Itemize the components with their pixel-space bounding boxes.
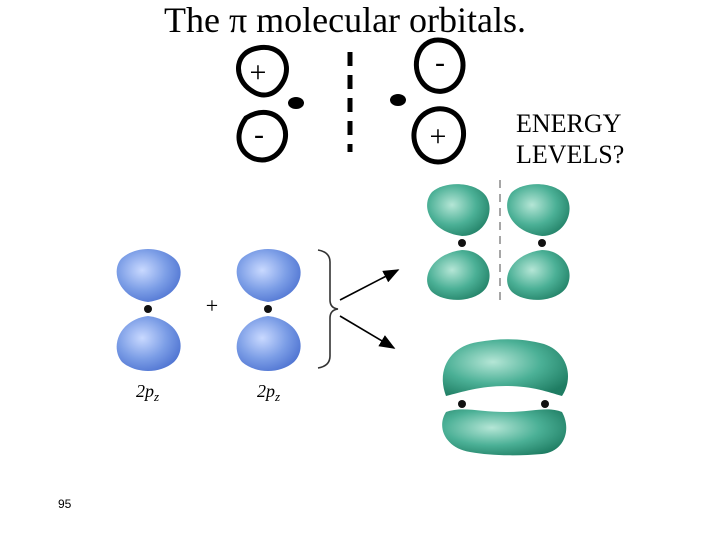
orbital-label-right-prefix: 2p <box>257 381 275 401</box>
sketch-nucleus-right <box>390 94 406 106</box>
orbital-label-right-subscript: z <box>274 389 280 404</box>
sketch-lobe-right-bottom <box>411 106 466 165</box>
sketch-nucleus-left <box>288 97 304 109</box>
blue-lobe-right-top <box>236 249 301 302</box>
blue-nucleus-left <box>144 305 152 313</box>
page-title: The π molecular orbitals. <box>163 0 527 40</box>
green-lobe-ab-left-top <box>427 184 490 236</box>
svg-text:2pz: 2pz <box>257 381 280 404</box>
sketch-group: + - - + <box>236 37 466 165</box>
sketch-sign-right-top: - <box>435 46 445 79</box>
atomic-orbital-right <box>236 249 301 371</box>
orbital-label-left-subscript: z <box>153 389 159 404</box>
blue-lobe-left-top <box>116 249 181 302</box>
sketch-lobe-left-top <box>236 44 289 98</box>
blue-lobe-right-bottom <box>236 316 301 371</box>
arrow-to-bonding <box>339 315 396 349</box>
orbital-label-left: 2pz <box>136 381 159 404</box>
antibonding-orbital <box>427 180 570 306</box>
green-lobe-ab-right-top <box>507 184 570 236</box>
green-lobe-ab-left-bottom <box>427 250 490 300</box>
orbital-label-right: 2pz <box>257 381 280 404</box>
combination-plus: + <box>206 293 218 318</box>
green-lobe-ab-right-bottom <box>507 250 570 300</box>
arrow-to-antibonding <box>339 269 400 301</box>
energy-levels-line2: LEVELS? <box>516 140 625 169</box>
energy-levels-line1: ENERGY <box>516 109 622 138</box>
orbital-label-left-prefix: 2p <box>136 381 154 401</box>
bonding-orbital <box>442 339 568 456</box>
green-nucleus-ab-right <box>538 239 546 247</box>
svg-text:2pz: 2pz <box>136 381 159 404</box>
energy-levels-note: ENERGY LEVELS? <box>516 108 624 170</box>
bracket <box>317 249 339 369</box>
green-nucleus-bonding-left <box>458 400 466 408</box>
sketch-lobe-left-bottom <box>236 109 288 163</box>
atomic-orbital-left <box>116 249 181 371</box>
sketch-sign-right-bottom: + <box>430 120 447 153</box>
sketch-sign-left-bottom: - <box>254 118 264 151</box>
sketch-lobe-right-top <box>413 37 466 94</box>
page-number: 95 <box>58 497 72 511</box>
green-nucleus-ab-left <box>458 239 466 247</box>
blue-lobe-left-bottom <box>116 316 181 371</box>
blue-nucleus-right <box>264 305 272 313</box>
green-lobe-bonding-top <box>442 339 568 396</box>
green-lobe-bonding-bottom <box>442 409 567 456</box>
green-nucleus-bonding-right <box>541 400 549 408</box>
sketch-sign-left-top: + <box>250 56 267 89</box>
